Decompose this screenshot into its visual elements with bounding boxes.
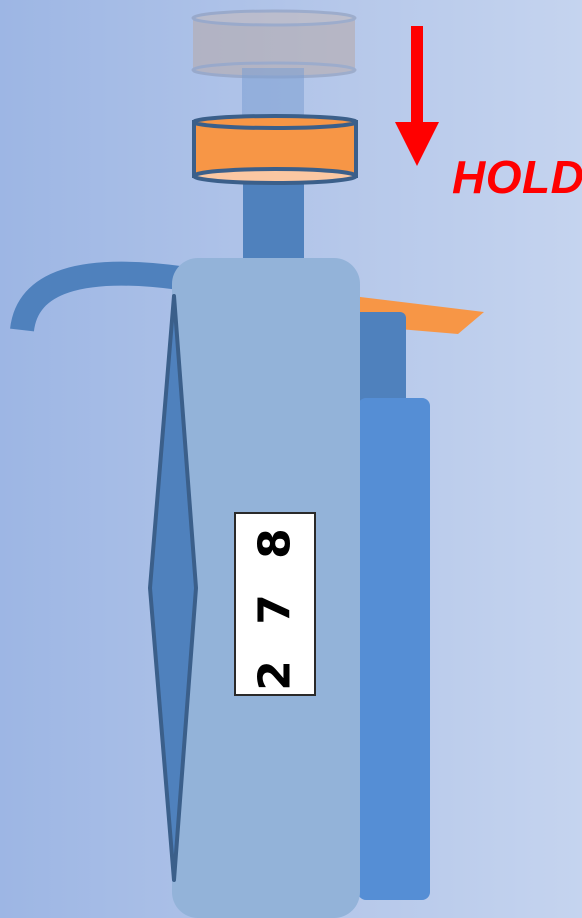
volume-display: 2 7 8 <box>234 512 316 696</box>
volume-digits: 2 7 8 <box>250 518 301 690</box>
ejector-sleeve <box>358 398 430 900</box>
plunger-cap-ghost <box>193 11 355 77</box>
finger-hook <box>22 274 180 330</box>
arrow-down-icon <box>395 26 439 166</box>
plunger-rod <box>243 180 304 265</box>
hold-instruction-label: HOLD <box>452 150 582 204</box>
plunger-cap[interactable] <box>194 116 356 183</box>
